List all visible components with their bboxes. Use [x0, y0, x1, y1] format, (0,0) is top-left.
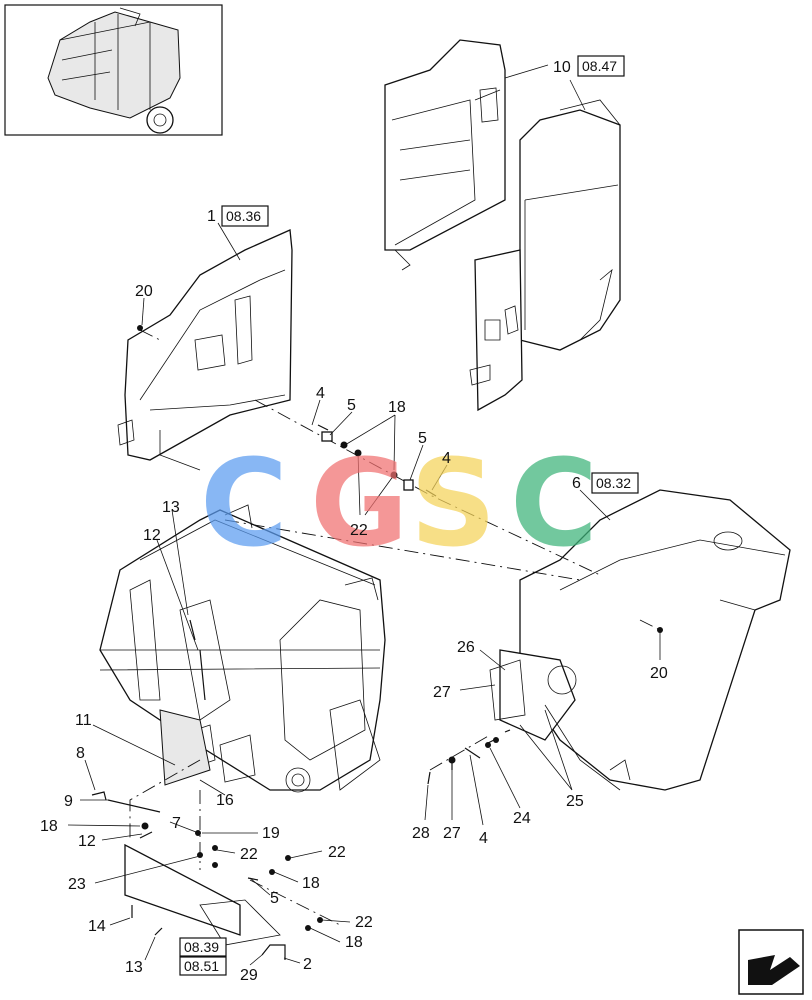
- callout-24: 24: [513, 810, 531, 827]
- ref-box-08-51: 08.51: [184, 958, 219, 974]
- callout-23: 23: [68, 876, 86, 893]
- watermark-letter-c1: C: [200, 435, 288, 574]
- callout-25: 25: [566, 793, 584, 810]
- leader-lines: [67, 64, 661, 966]
- callout-7: 7: [172, 815, 181, 832]
- callout-18: 18: [40, 818, 58, 835]
- callout-4: 4: [442, 450, 451, 467]
- callout-27: 27: [433, 684, 451, 701]
- callout-5: 5: [270, 890, 279, 907]
- callout-22: 22: [355, 914, 373, 931]
- callout-13: 13: [162, 499, 180, 516]
- callout-19: 19: [262, 825, 280, 842]
- callout-6: 6: [572, 475, 581, 492]
- baler-frame-assembly: [99, 504, 386, 793]
- callout-2: 2: [303, 956, 312, 973]
- callout-9: 9: [64, 793, 73, 810]
- reference-boxes: 08.47 08.36 08.32 08.39 08.51: [179, 55, 639, 976]
- part-1-upper-shield: [117, 229, 293, 471]
- callout-22: 22: [240, 846, 258, 863]
- ref-box-08-39: 08.39: [184, 939, 219, 955]
- callout-4: 4: [316, 385, 325, 402]
- callout-18: 18: [345, 934, 363, 951]
- callout-20: 20: [650, 665, 668, 682]
- callout-20: 20: [135, 283, 153, 300]
- callout-28: 28: [412, 825, 430, 842]
- callout-labels: 10 1 20 4 5 18 5 4 22 6 13 12 26 27 20 1…: [40, 59, 668, 984]
- callout-27: 27: [443, 825, 461, 842]
- callout-5: 5: [418, 430, 427, 447]
- watermark-letter-c2: C: [510, 435, 598, 574]
- callout-12: 12: [143, 527, 161, 544]
- watermark-letter-s: S: [410, 435, 496, 574]
- callout-18: 18: [388, 399, 406, 416]
- callout-29: 29: [240, 967, 258, 984]
- machine-overview-thumbnail: [4, 4, 223, 136]
- callout-5: 5: [347, 397, 356, 414]
- alignment-lines: [129, 329, 661, 926]
- callout-12: 12: [78, 833, 96, 850]
- callout-8: 8: [76, 745, 85, 762]
- cgsc-watermark: C G S C: [200, 435, 598, 574]
- callout-16: 16: [216, 792, 234, 809]
- ref-box-08-36: 08.36: [226, 208, 261, 224]
- part-6-lower-shield: [489, 489, 791, 791]
- callout-1: 1: [207, 208, 216, 225]
- callout-22: 22: [350, 522, 368, 539]
- callout-13: 13: [125, 959, 143, 976]
- callout-26: 26: [457, 639, 475, 656]
- callout-4: 4: [479, 830, 488, 847]
- ref-box-08-32: 08.32: [596, 475, 631, 491]
- callout-11: 11: [75, 712, 92, 729]
- callout-10: 10: [553, 59, 571, 76]
- callout-14: 14: [88, 918, 106, 935]
- watermark-letter-g: G: [310, 435, 409, 574]
- callout-22: 22: [328, 844, 346, 861]
- callout-18: 18: [302, 875, 320, 892]
- next-page-arrow-icon[interactable]: [738, 929, 804, 995]
- ref-box-08-47: 08.47: [582, 58, 617, 74]
- part-10-side-shield: [384, 39, 621, 412]
